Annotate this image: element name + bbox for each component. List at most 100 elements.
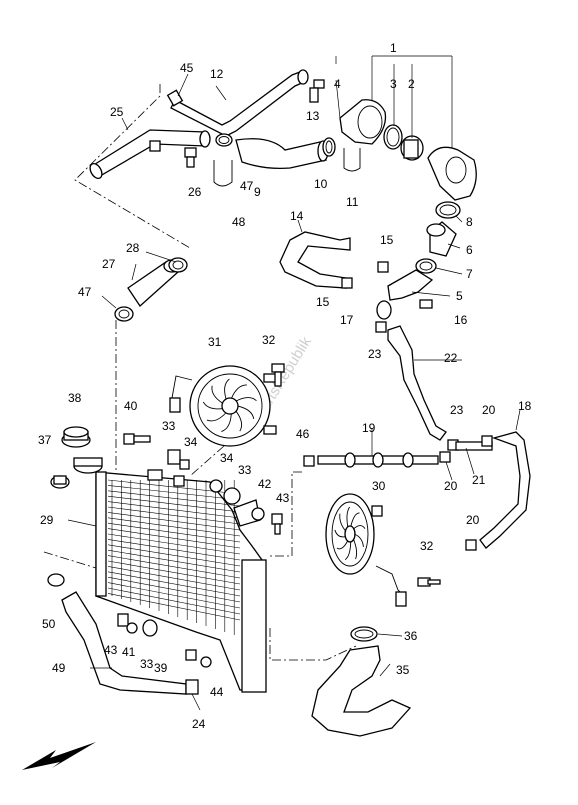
- callout-49: 49: [52, 661, 66, 675]
- callout-41: 41: [122, 645, 136, 659]
- callout-2: 2: [408, 77, 415, 91]
- bolt-43b[interactable]: [117, 613, 129, 627]
- radiator-29[interactable]: [95, 469, 267, 693]
- callout-21: 21: [472, 473, 486, 487]
- hose-18[interactable]: [479, 431, 531, 549]
- grommet-33[interactable]: [167, 449, 181, 465]
- washer-42[interactable]: [251, 507, 265, 521]
- callout-23a: 23: [368, 347, 382, 361]
- callout-32a: 32: [262, 333, 276, 347]
- callout-9: 9: [254, 185, 261, 199]
- callout-4: 4: [334, 77, 341, 91]
- fitting-20b[interactable]: [481, 435, 493, 447]
- hose-35[interactable]: [311, 645, 412, 737]
- callout-8: 8: [466, 215, 473, 229]
- bolt-39[interactable]: [185, 649, 197, 661]
- cooling-fan-30[interactable]: [325, 493, 407, 607]
- callout-17: 17: [340, 313, 354, 327]
- callout-20a: 20: [482, 403, 496, 417]
- collar-34b[interactable]: [209, 479, 223, 493]
- washer-41[interactable]: [126, 622, 138, 634]
- callout-10: 10: [314, 177, 328, 191]
- arrow-down-left-icon: [22, 742, 96, 770]
- radiator-cap-38[interactable]: [61, 426, 91, 448]
- fitting-15[interactable]: [377, 261, 389, 273]
- callout-18: 18: [518, 399, 532, 413]
- callout-3: 3: [390, 77, 397, 91]
- callout-33b: 33: [238, 463, 252, 477]
- upper-pipe-assembly: [74, 69, 477, 441]
- pipe-5[interactable]: [387, 269, 434, 301]
- cooling-fan-31[interactable]: [169, 365, 277, 447]
- bolt-16[interactable]: [419, 299, 433, 309]
- pipe-19[interactable]: [317, 452, 439, 468]
- callout-30: 30: [372, 479, 386, 493]
- nut-44[interactable]: [200, 656, 212, 668]
- filler-neck-37[interactable]: [50, 457, 103, 489]
- thermostat-cover-4[interactable]: [339, 99, 387, 145]
- fitting-23[interactable]: [375, 321, 387, 333]
- callout-13: 13: [306, 109, 320, 123]
- clamp-50[interactable]: [47, 573, 65, 587]
- callout-36: 36: [404, 629, 418, 643]
- fitting-20[interactable]: [439, 451, 451, 463]
- clamp-36[interactable]: [350, 626, 378, 642]
- bolt-13[interactable]: [313, 79, 325, 89]
- callout-33a: 33: [162, 419, 176, 433]
- callout-20c: 20: [466, 513, 480, 527]
- clip-24[interactable]: [185, 679, 199, 695]
- clamp-45[interactable]: [166, 89, 184, 107]
- callout-35: 35: [396, 663, 410, 677]
- callout-7: 7: [466, 267, 473, 281]
- bolt-43[interactable]: [271, 513, 283, 525]
- clip-11[interactable]: [343, 148, 361, 172]
- callout-15a: 15: [380, 233, 394, 247]
- oring-10[interactable]: [322, 137, 336, 157]
- callout-42: 42: [258, 477, 272, 491]
- callout-47b: 47: [78, 285, 92, 299]
- clamp-7[interactable]: [415, 258, 437, 274]
- callout-47a: 47: [240, 179, 254, 193]
- water-pipe-12[interactable]: [170, 71, 305, 137]
- callout-50: 50: [42, 617, 56, 631]
- callout-27: 27: [102, 257, 116, 271]
- hose-14[interactable]: [279, 231, 351, 289]
- callout-12: 12: [210, 67, 224, 81]
- bolt-40[interactable]: [123, 433, 135, 445]
- callout-22: 22: [444, 351, 458, 365]
- callout-43a: 43: [276, 491, 290, 505]
- callout-39: 39: [154, 661, 168, 675]
- hose-9[interactable]: [235, 138, 327, 170]
- oring-17[interactable]: [376, 300, 392, 320]
- leader-lines: [67, 55, 521, 711]
- callout-45: 45: [180, 61, 194, 75]
- hose-27-group: [114, 257, 188, 322]
- callout-1: 1: [390, 41, 397, 55]
- callout-labels: 1 2 3 4 5 6 7 8 9 10 11 12 13 14 15 15 1…: [38, 41, 532, 731]
- callout-6: 6: [466, 243, 473, 257]
- clip-48[interactable]: [213, 160, 233, 187]
- clamp-28[interactable]: [168, 257, 188, 273]
- clamp-47-lower[interactable]: [114, 306, 134, 322]
- bolt-32[interactable]: [271, 363, 285, 373]
- callout-34a: 34: [184, 435, 198, 449]
- callout-16: 16: [454, 313, 468, 327]
- thermostat-housing[interactable]: [427, 146, 477, 201]
- grommet-33b[interactable]: [223, 487, 241, 505]
- callout-25: 25: [110, 105, 124, 119]
- hose-22[interactable]: [387, 325, 447, 441]
- bolt-26[interactable]: [184, 147, 197, 158]
- callout-29: 29: [40, 513, 54, 527]
- collar-34[interactable]: [179, 459, 190, 470]
- clamp-47[interactable]: [215, 133, 233, 147]
- grommet-33c[interactable]: [142, 619, 158, 637]
- fitting-46[interactable]: [303, 455, 315, 467]
- callout-5: 5: [456, 289, 463, 303]
- callout-34b: 34: [220, 451, 234, 465]
- fitting-20c[interactable]: [465, 539, 477, 551]
- clamp-8[interactable]: [435, 201, 461, 219]
- callout-20b: 20: [444, 479, 458, 493]
- callout-38: 38: [68, 391, 82, 405]
- callout-46: 46: [296, 427, 310, 441]
- callout-44: 44: [210, 685, 224, 699]
